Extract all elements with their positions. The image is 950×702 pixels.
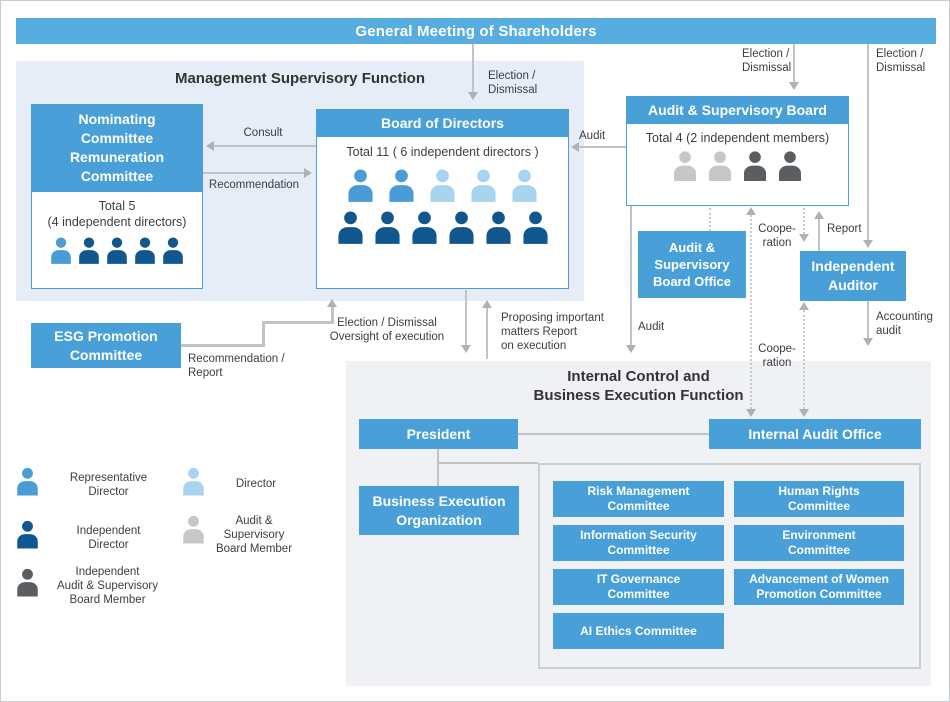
committees-grid: Risk Management Committee Human Rights C… xyxy=(538,463,921,669)
arrowhead-cooperation-long-up xyxy=(746,207,756,215)
line-election-auditor xyxy=(867,44,869,240)
line-audit-down xyxy=(630,206,632,345)
label-report: Report xyxy=(827,223,862,235)
internal-control-title: Internal Control and Business Execution … xyxy=(533,368,744,404)
label-audit-horizontal: Audit xyxy=(579,130,606,142)
nominating-member-icons xyxy=(32,237,202,264)
board-director-icons-row2 xyxy=(317,211,568,244)
legend-director-icon xyxy=(182,466,205,502)
general-meeting-banner: General Meeting of Shareholders xyxy=(16,18,936,44)
arrowhead-esg-elbow xyxy=(327,299,337,307)
dotted-cooperation-long xyxy=(750,215,752,409)
arrowhead-cooperation-lower-down xyxy=(799,409,809,417)
label-consult: Consult xyxy=(243,127,283,139)
line-oversight-down xyxy=(465,290,467,345)
legend-representative-director-label: Representative Director xyxy=(69,472,148,498)
label-election-dismissal-asb: Election / Dismissal xyxy=(742,48,792,74)
line-president-drop xyxy=(437,449,439,486)
label-recommendation: Recommendation xyxy=(208,179,300,191)
arrowhead-audit-down xyxy=(626,345,636,353)
management-supervisory-title: Management Supervisory Function xyxy=(174,70,426,87)
arrowhead-election-auditor xyxy=(863,240,873,248)
label-audit-vertical: Audit xyxy=(638,321,665,333)
label-cooperation-upper: Coope- ration xyxy=(758,223,796,249)
line-proposing-up xyxy=(486,308,488,359)
arrowhead-cooperation-upper-down xyxy=(799,234,809,242)
line-esg-elbow-2 xyxy=(262,322,265,347)
arrowhead-proposing-up xyxy=(482,300,492,308)
legend-independent-asb-member-icon xyxy=(16,567,39,603)
president-box: President xyxy=(359,419,518,449)
nominating-detail: (4 independent directors) xyxy=(47,215,187,229)
label-accounting-audit: Accounting audit xyxy=(876,311,933,337)
line-audit-asb-bod xyxy=(575,146,626,148)
asb-total: Total 4 (2 independent members) xyxy=(645,131,830,145)
dotted-cooperation-lower xyxy=(803,310,805,409)
legend-representative-director-icon xyxy=(16,466,39,502)
label-election-dismissal-auditor: Election / Dismissal xyxy=(876,48,926,74)
line-president-committees xyxy=(437,462,538,464)
line-esg-elbow-4 xyxy=(331,307,334,324)
label-recommendation-report: Recommendation / Report xyxy=(188,353,285,379)
arrowhead-report-up xyxy=(814,211,824,219)
committee-box: Risk Management Committee xyxy=(553,481,724,517)
legend-asb-member-icon xyxy=(182,514,205,550)
label-cooperation-lower: Coope- ration xyxy=(758,343,796,369)
legend-independent-director-icon xyxy=(16,519,39,555)
board-of-directors-header: Board of Directors xyxy=(316,109,569,136)
committee-box: AI Ethics Committee xyxy=(553,613,724,649)
audit-supervisory-board-header: Audit & Supervisory Board xyxy=(626,96,849,123)
dotted-cooperation-upper xyxy=(803,208,805,234)
arrowhead-election-asb xyxy=(789,82,799,90)
arrowhead-cooperation-lower-up xyxy=(799,302,809,310)
board-total: Total 11 ( 6 independent directors ) xyxy=(346,145,539,159)
board-of-directors-body: Total 11 ( 6 independent directors ) xyxy=(316,136,569,289)
esg-promotion-committee-box: ESG Promotion Committee xyxy=(31,323,181,368)
committees-group-box xyxy=(538,463,921,669)
arrowhead-accounting-audit xyxy=(863,338,873,346)
line-esg-elbow-3 xyxy=(262,321,333,324)
arrowhead-audit-asb-bod xyxy=(571,142,579,152)
committee-box: Information Security Committee xyxy=(553,525,724,561)
label-proposing-matters: Proposing important matters Report on ex… xyxy=(501,312,604,352)
arrowhead-oversight-down xyxy=(461,345,471,353)
independent-auditor-box: Independent Auditor xyxy=(800,251,906,301)
legend-independent-director-label: Independent Director xyxy=(76,525,141,551)
audit-supervisory-board-body: Total 4 (2 independent members) xyxy=(626,123,849,206)
arrowhead-election-bod xyxy=(468,92,478,100)
line-accounting-audit xyxy=(867,301,869,338)
committee-box: Environment Committee xyxy=(734,525,904,561)
dotted-asb-office-link xyxy=(709,208,711,231)
line-recommendation xyxy=(203,172,304,174)
legend-asb-member-label: Audit & Supervisory Board Member xyxy=(215,515,293,555)
committee-box: IT Governance Committee xyxy=(553,569,724,605)
legend-director-label: Director xyxy=(235,478,277,490)
line-esg-elbow-1 xyxy=(181,344,265,347)
committee-box: Human Rights Committee xyxy=(734,481,904,517)
board-director-icons-row1 xyxy=(317,169,568,202)
committee-box: Advancement of Women Promotion Committee xyxy=(734,569,904,605)
asb-member-icons xyxy=(627,151,848,181)
nominating-total: Total 5 xyxy=(98,199,136,213)
label-election-oversight: Election / Dismissal Oversight of execut… xyxy=(329,317,445,343)
business-execution-organization-box: Business Execution Organization xyxy=(359,486,519,535)
legend-independent-asb-member-label: Independent Audit & Supervisory Board Me… xyxy=(57,566,158,606)
asb-office-box: Audit & Supervisory Board Office xyxy=(638,231,746,298)
line-election-asb xyxy=(793,44,795,82)
arrowhead-cooperation-long-down xyxy=(746,409,756,417)
internal-audit-office-box: Internal Audit Office xyxy=(709,419,921,449)
line-president-iao xyxy=(518,433,709,435)
line-consult xyxy=(210,145,316,147)
line-report-up xyxy=(818,219,820,251)
nominating-remuneration-body: Total 5 (4 independent directors) xyxy=(31,191,203,289)
label-election-dismissal-bod: Election / Dismissal xyxy=(488,70,538,96)
nominating-remuneration-box: Nominating Committee Remuneration Commit… xyxy=(31,104,203,191)
arrowhead-recommendation xyxy=(304,168,312,178)
line-election-bod xyxy=(472,44,474,92)
arrowhead-consult xyxy=(206,141,214,151)
